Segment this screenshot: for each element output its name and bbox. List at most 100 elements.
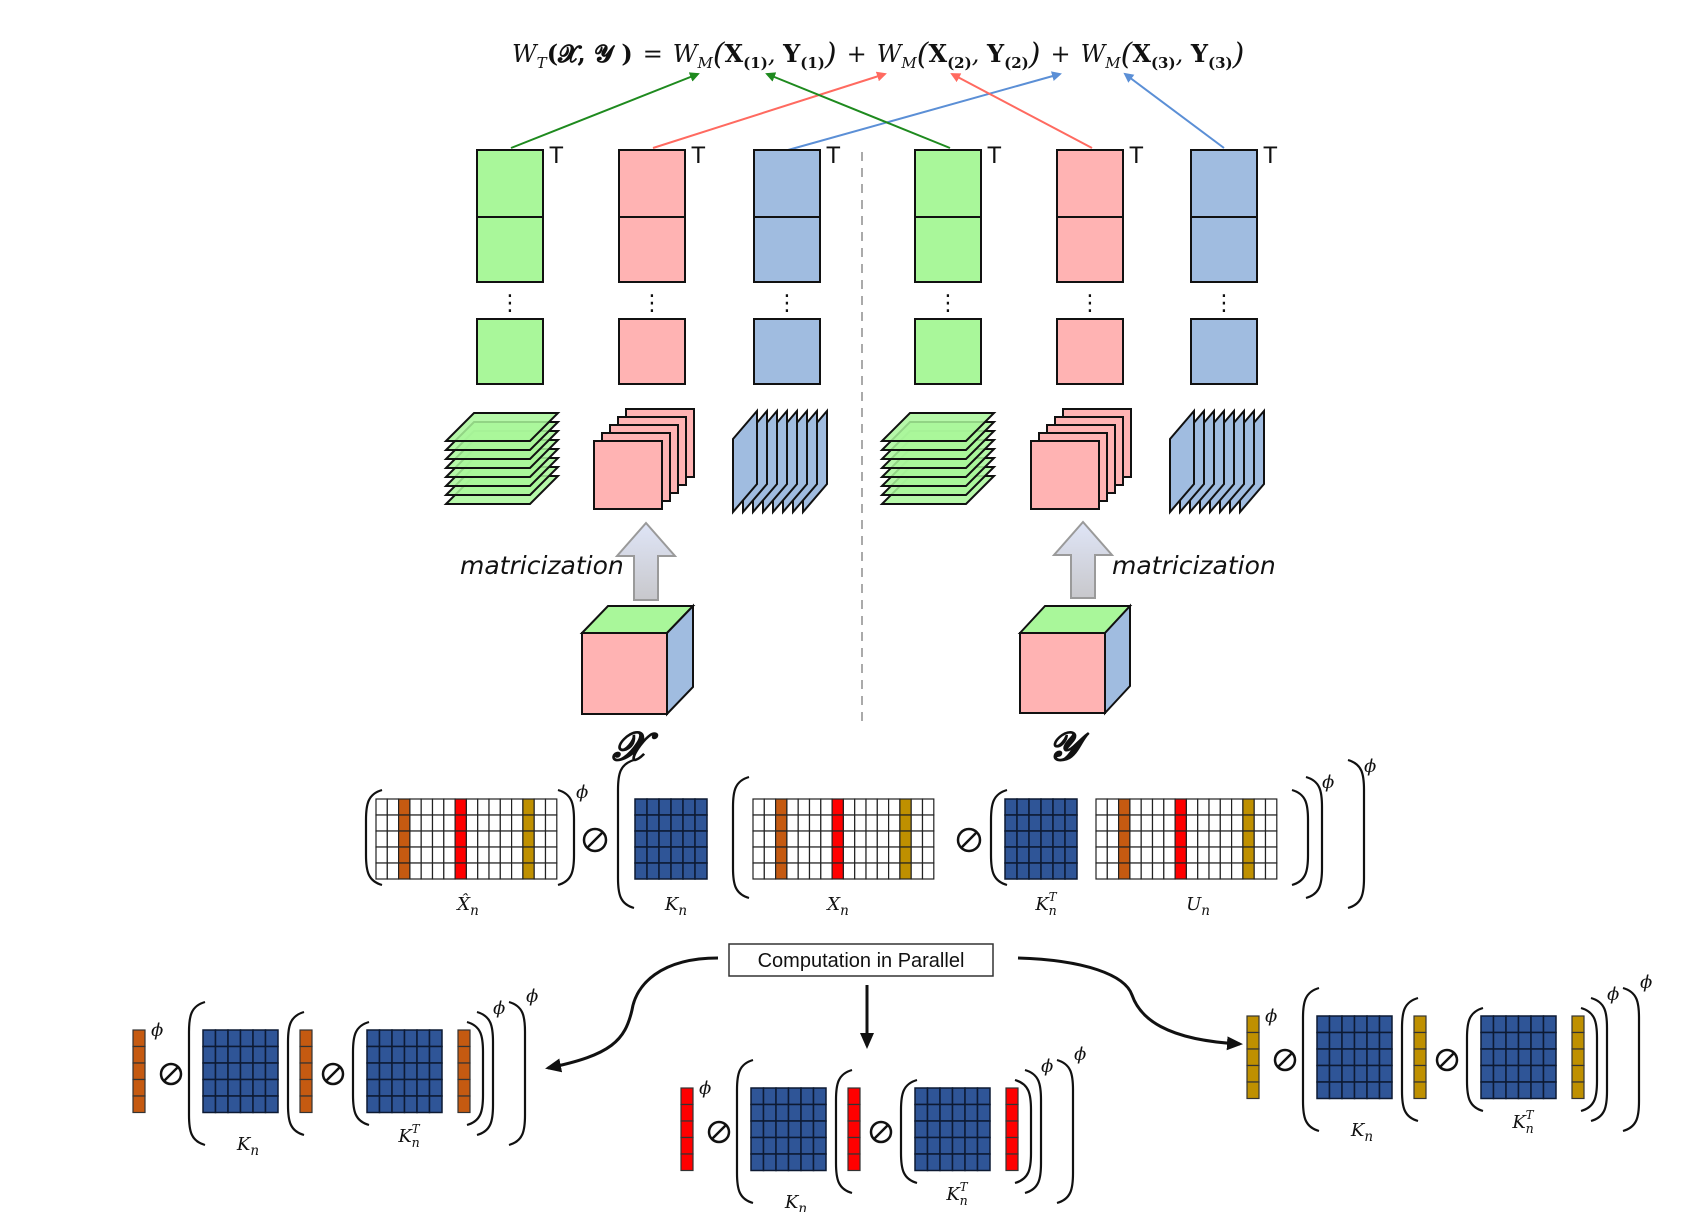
curved-arrow-right — [1017, 956, 1243, 1051]
kernel-cell — [214, 1095, 229, 1114]
matrix-cell — [465, 862, 479, 880]
matricization-label-x: matricization — [460, 551, 624, 580]
kernel-cell — [391, 1062, 406, 1081]
kernel-cell — [634, 798, 648, 816]
kernel-cell — [682, 830, 696, 848]
matrix-cell — [910, 798, 924, 816]
matrix-cell — [1208, 846, 1221, 864]
kernel-cell — [1517, 1031, 1532, 1050]
matrix-cell — [887, 798, 901, 816]
vector-cell — [1005, 1153, 1019, 1172]
matrix-cell — [1151, 814, 1165, 832]
matrix-cell — [544, 862, 558, 880]
matrix-cell — [1095, 814, 1108, 832]
kernel-cell — [1341, 1081, 1356, 1100]
kernel-cell — [682, 814, 696, 832]
matrix-cell — [1185, 814, 1199, 832]
kernel-cell — [1492, 1064, 1507, 1083]
kernel-cell — [378, 1029, 393, 1048]
formula-plus-2: + — [1050, 40, 1070, 68]
matricization-right: matricization — [1051, 520, 1276, 599]
matrix-cell — [820, 830, 833, 848]
kernel-cell — [951, 1153, 966, 1172]
matrix-cell — [488, 862, 501, 880]
kernel-cell — [1016, 862, 1030, 880]
kernel-cell — [1530, 1015, 1545, 1034]
slices-x-mode2 — [593, 408, 695, 510]
vector-cell — [1005, 1087, 1019, 1106]
parallel-section: Computation in Parallel — [545, 943, 1243, 1073]
kernel-cell — [1052, 862, 1066, 880]
matrix-cell — [375, 798, 388, 816]
vector-cell — [1413, 1015, 1427, 1034]
matrix-cell — [420, 814, 434, 832]
highlight-cell — [1242, 798, 1255, 816]
matrix-cell — [854, 814, 867, 832]
matrix-cell — [1163, 814, 1176, 832]
matrix-cell — [1253, 814, 1267, 832]
vector-cell — [1571, 1031, 1585, 1050]
kernel-cell — [391, 1078, 406, 1097]
kernel-cell — [1040, 798, 1054, 816]
vector-cell — [299, 1078, 313, 1097]
frontal-slice — [1030, 440, 1100, 510]
matrix-cell — [1163, 798, 1176, 816]
kernel-cell — [403, 1062, 418, 1081]
matrix-cell — [465, 846, 479, 864]
parallel-box-label: Computation in Parallel — [758, 950, 965, 972]
kernel-cell — [812, 1087, 827, 1106]
kernel-cell — [1366, 1015, 1381, 1034]
highlight-cell — [522, 814, 535, 832]
right-paren — [1024, 1068, 1043, 1195]
vector-cell — [1413, 1031, 1427, 1050]
kernel-cell — [939, 1136, 954, 1155]
matrix-cell — [842, 846, 856, 864]
vector-mid — [847, 1087, 861, 1172]
matrix-cell — [876, 862, 890, 880]
kernel-cell — [1353, 1064, 1368, 1083]
unfolded-column-y-mode3: ⋮T — [1190, 142, 1278, 385]
kernel-cell — [658, 798, 672, 816]
matrix-cell — [797, 846, 811, 864]
kernel-cell — [366, 1095, 381, 1114]
kernel-cell — [252, 1078, 267, 1097]
kernel-cell — [366, 1062, 381, 1081]
matrix-cell — [1219, 830, 1233, 848]
kernel-cell — [646, 798, 660, 816]
kernel-cell — [812, 1120, 827, 1139]
matrix-cell — [386, 798, 400, 816]
kernel-cell — [787, 1087, 802, 1106]
kernel-cell — [1517, 1015, 1532, 1034]
kernel-cell — [694, 830, 708, 848]
column-block — [1056, 216, 1124, 283]
kernel-cell — [1542, 1015, 1557, 1034]
matrix-cell — [431, 862, 445, 880]
column-block — [618, 149, 686, 218]
formula-term3-fn: W — [1081, 40, 1108, 68]
label-kn: Kn — [664, 894, 687, 919]
vector-cell — [680, 1136, 694, 1155]
matrix-cell — [375, 830, 388, 848]
label-un: Un — [1186, 894, 1210, 919]
kernel-cell — [1316, 1015, 1331, 1034]
matrix-cell — [808, 814, 822, 832]
kernel-cell — [646, 846, 660, 864]
kernel-cell — [239, 1062, 254, 1081]
kernel-cell — [239, 1078, 254, 1097]
matrix-cell — [842, 798, 856, 816]
tensor-cube-x: 𝓧 — [579, 603, 696, 770]
matrix-cell — [431, 830, 445, 848]
matrix-cell — [409, 846, 422, 864]
highlight-cell — [774, 830, 788, 848]
vector-mid — [1413, 1015, 1427, 1100]
matrix-cell — [1129, 830, 1142, 848]
vector-cell — [299, 1045, 313, 1064]
matrix-cell — [499, 830, 513, 848]
right-paren — [557, 788, 576, 887]
kernel-cell — [800, 1087, 815, 1106]
kernel-cell — [264, 1062, 279, 1081]
matrix-cell — [1208, 862, 1221, 880]
kernel-cell — [658, 814, 672, 832]
kernel-cell — [1480, 1064, 1495, 1083]
